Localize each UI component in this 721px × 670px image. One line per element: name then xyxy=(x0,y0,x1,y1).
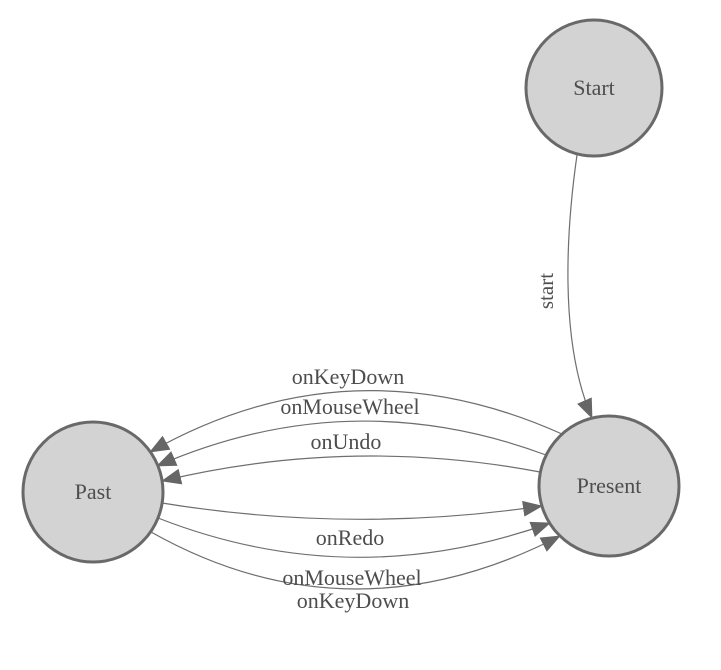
node-past-circle[interactable] xyxy=(21,420,165,564)
edge-past-to-present-onmousewheel xyxy=(157,517,551,558)
node-past[interactable]: Past xyxy=(21,420,165,564)
edge-label-group: start onKeyDown onMouseWheel onUndo onRe… xyxy=(280,273,558,613)
edge-start-to-present xyxy=(567,154,593,419)
node-start[interactable]: Start xyxy=(524,18,664,158)
edge-past-to-present-onredo xyxy=(161,500,543,520)
node-present-label: Present xyxy=(577,473,642,498)
node-present-circle[interactable] xyxy=(537,414,681,558)
edge-label-onmousewheel-top: onMouseWheel xyxy=(280,394,419,419)
edge-label-onkeydown-top: onKeyDown xyxy=(292,364,404,389)
node-present[interactable]: Present xyxy=(537,414,681,558)
edge-present-to-past-onkeydown xyxy=(149,390,563,453)
edge-label-onredo: onRedo xyxy=(316,525,384,550)
edge-label-onundo: onUndo xyxy=(311,429,382,454)
edge-label-onmousewheel-bottom: onMouseWheel xyxy=(282,565,421,590)
edge-past-to-present-onkeydown xyxy=(150,531,561,590)
edge-label-start: start xyxy=(534,273,558,309)
edge-present-to-past-onundo xyxy=(161,455,541,485)
node-start-label: Start xyxy=(573,75,615,100)
node-past-label: Past xyxy=(75,479,112,504)
node-start-circle[interactable] xyxy=(524,18,664,158)
edge-label-onkeydown-bottom: onKeyDown xyxy=(297,588,409,613)
edge-present-to-past-onmousewheel xyxy=(156,420,547,467)
edge-group xyxy=(149,154,593,590)
